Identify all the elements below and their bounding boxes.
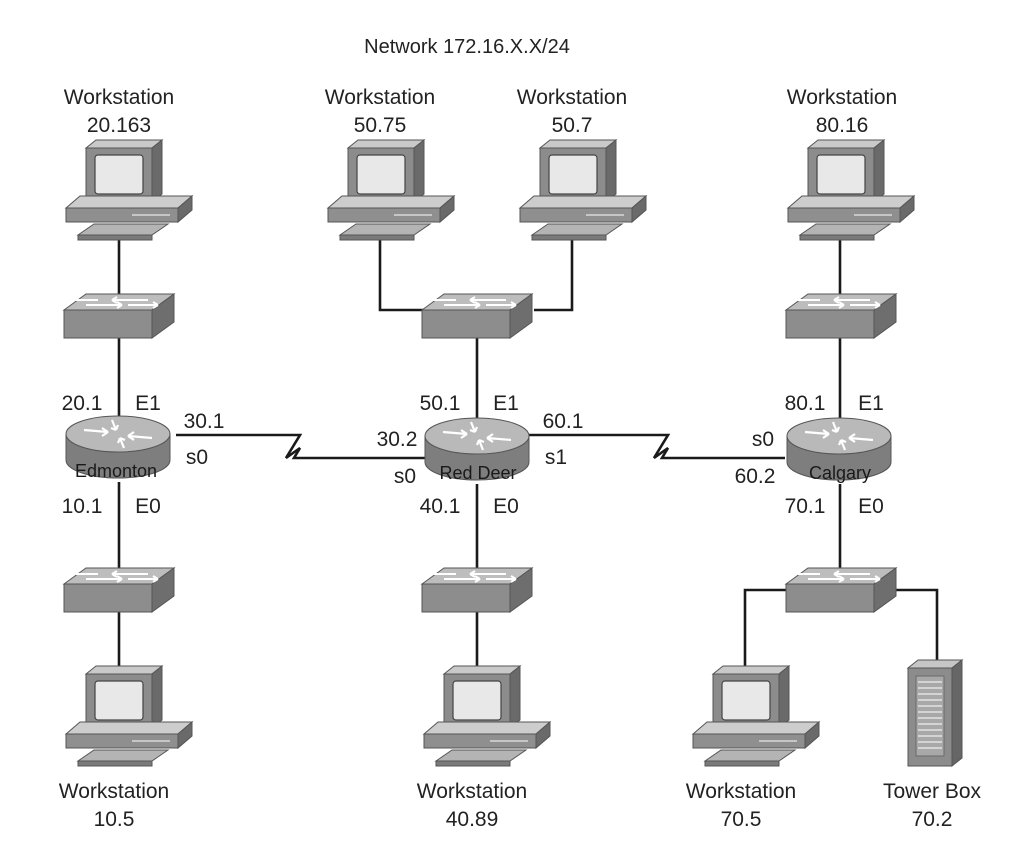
computer-icon [692,665,820,767]
workstation-edmonton-top: Workstation 20.163 [64,86,193,241]
router-edmonton: Edmonton 20.1 E1 30.1 s0 10.1 E0 [62,392,225,518]
workstation-address: 10.5 [94,808,135,831]
interface-s1-address: 60.1 [543,410,584,433]
link-ws-50-7 [534,238,574,312]
workstation-address: 70.5 [721,808,762,831]
workstation-reddeer-top-left: Workstation 50.75 [325,86,455,241]
link-ws-70-5 [743,588,788,672]
workstation-label: Workstation [325,86,436,109]
router-name: Red Deer [439,463,516,483]
router-calgary: Calgary 80.1 E1 s0 60.2 70.1 E0 [735,392,893,518]
interface-s0-address: 30.1 [184,410,225,433]
workstation-address: 40.89 [446,808,499,831]
workstation-calgary-top: Workstation 80.16 [787,86,915,241]
switch-icon-edmonton-top [63,293,175,339]
interface-s0-label: s0 [394,465,416,488]
workstation-address: 20.163 [87,114,151,137]
tower-server-icon [906,658,964,768]
router-name: Edmonton [75,461,157,481]
switch-icon-calgary-bottom [785,567,897,613]
switch-icon-reddeer-bottom [421,567,533,613]
interface-s0-address: 30.2 [377,428,418,451]
workstation-address: 50.7 [552,114,593,137]
workstation-label: Workstation [64,86,175,109]
serial-link-edmonton-reddeer [176,433,425,460]
workstation-label: Workstation [417,780,528,803]
interface-e0-label: E0 [493,495,519,518]
workstation-address: 80.16 [816,114,869,137]
interface-e0-address: 70.1 [785,495,826,518]
interface-e1-label: E1 [858,392,884,415]
interface-e1-address: 20.1 [62,392,103,415]
computer-icon [65,139,193,241]
computer-icon [327,139,455,241]
switch-icon-calgary-top [785,293,897,339]
connections [117,238,939,672]
computer-icon [423,665,551,767]
link-ws-50-75 [378,238,424,312]
interface-e1-label: E1 [493,392,519,415]
interface-s0-address: 60.2 [735,465,776,488]
workstation-label: Workstation [787,86,898,109]
router-name: Calgary [809,463,871,483]
workstation-label: Workstation [59,780,170,803]
interface-e1-address: 50.1 [420,392,461,415]
computer-icon [519,139,647,241]
server-address: 70.2 [912,808,953,831]
interface-e0-label: E0 [135,495,161,518]
workstation-calgary-bottom: Workstation 70.5 [686,665,820,831]
interface-s1-label: s1 [545,446,567,469]
workstation-label: Workstation [686,780,797,803]
workstation-reddeer-top-right: Workstation 50.7 [517,86,647,241]
router-reddeer: Red Deer 50.1 E1 30.2 s0 60.1 s1 40.1 E0 [377,392,584,518]
interface-e0-address: 40.1 [420,495,461,518]
tower-box-server: Tower Box 70.2 [883,658,982,831]
switch-icon-reddeer-top [421,293,533,339]
switch-icon-edmonton-bottom [63,567,175,613]
computer-icon [65,665,193,767]
workstation-edmonton-bottom: Workstation 10.5 [59,665,193,831]
interface-e1-address: 80.1 [785,392,826,415]
interface-s0-label: s0 [186,446,208,469]
interface-e0-label: E0 [858,495,884,518]
interface-e0-address: 10.1 [62,495,103,518]
workstation-label: Workstation [517,86,628,109]
computer-icon [787,139,915,241]
interface-e1-label: E1 [135,392,161,415]
link-tower-box [890,588,939,660]
server-label: Tower Box [883,780,982,803]
workstation-reddeer-bottom: Workstation 40.89 [417,665,551,831]
serial-link-reddeer-calgary [529,433,785,460]
interface-s0-label: s0 [752,428,774,451]
workstation-address: 50.75 [354,114,407,137]
network-title: Network 172.16.X.X/24 [364,36,570,58]
